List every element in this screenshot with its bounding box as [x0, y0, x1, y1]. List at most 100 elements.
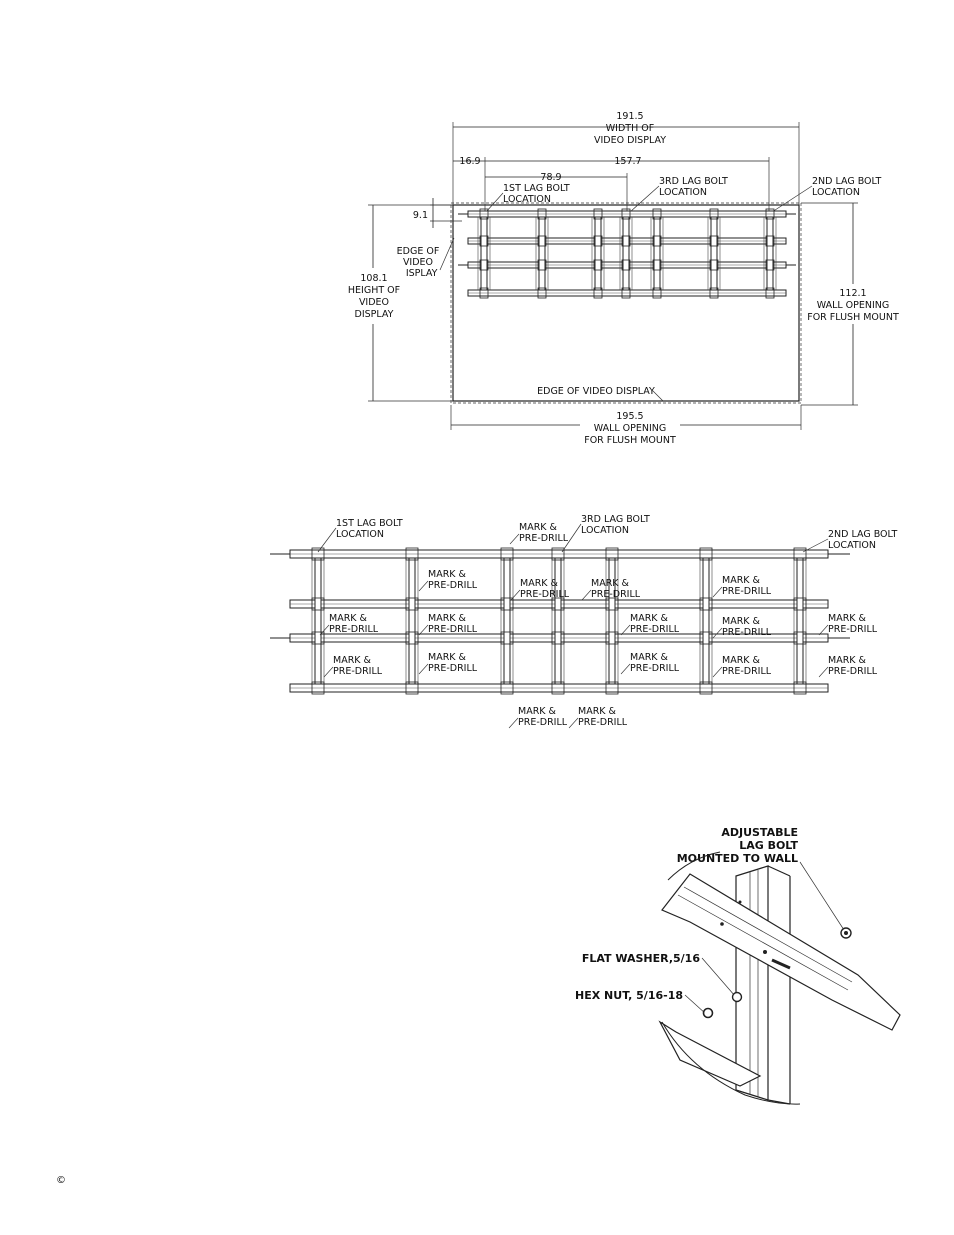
edge-label-3: DISPLAY: [399, 268, 438, 279]
bracket: [765, 259, 775, 271]
top-bolt3-label-2: LOCATION: [659, 187, 707, 198]
upright: [408, 557, 416, 685]
mark-label-line2: PRE-DRILL: [329, 624, 379, 635]
upright: [314, 557, 322, 685]
upright: [480, 216, 488, 291]
bracket: [699, 547, 713, 561]
mark-label-line1: MARK &: [333, 655, 372, 666]
mid-bolt1-label-1: 1ST LAG BOLT: [336, 518, 403, 529]
bracket: [652, 235, 662, 247]
detail-view: ADJUSTABLE LAG BOLT MOUNTED TO WALL FLAT…: [575, 826, 901, 1105]
bracket: [593, 287, 603, 299]
bracket: [405, 597, 419, 611]
mark-label-line2: PRE-DRILL: [428, 663, 478, 674]
width-value: 191.5: [616, 111, 643, 122]
mark-label-line2: PRE-DRILL: [722, 666, 772, 677]
upright: [653, 216, 661, 291]
bracket: [405, 681, 419, 695]
opening-height-label-2: FOR FLUSH MOUNT: [807, 312, 899, 323]
upright: [608, 557, 616, 685]
copyright-symbol: ©: [56, 1175, 66, 1186]
wall-opening-outline: [450, 202, 802, 404]
opening-height-label-1: WALL OPENING: [817, 300, 890, 311]
bracket: [311, 597, 325, 611]
mid-bolt3-label-1: 3RD LAG BOLT: [581, 514, 650, 525]
left-offset-value: 16.9: [459, 156, 480, 167]
detail-lag-label-1: ADJUSTABLE: [721, 826, 798, 839]
mark-label-line2: PRE-DRILL: [578, 717, 628, 728]
mark-label-line1: MARK &: [630, 613, 669, 624]
height-label-1: HEIGHT OF: [348, 285, 400, 296]
upright: [503, 557, 511, 685]
bracket: [405, 631, 419, 645]
bracket: [593, 208, 603, 220]
video-display-outline: [452, 204, 800, 402]
mark-label-line1: MARK &: [428, 569, 467, 580]
bracket: [709, 259, 719, 271]
mark-label-line1: MARK &: [591, 578, 630, 589]
bracket: [605, 681, 619, 695]
bracket: [652, 208, 662, 220]
mark-label-line1: MARK &: [578, 706, 617, 717]
mark-label-line1: MARK &: [329, 613, 368, 624]
bracket: [699, 681, 713, 695]
bracket: [793, 631, 807, 645]
bracket: [765, 287, 775, 299]
opening-width-value: 195.5: [616, 411, 643, 422]
bracket: [537, 235, 547, 247]
bracket: [621, 235, 631, 247]
bracket: [709, 287, 719, 299]
bracket: [605, 631, 619, 645]
top-bolt3-label-1: 3RD LAG BOLT: [659, 176, 728, 187]
bracket: [793, 681, 807, 695]
detail-washer-label: FLAT WASHER,5/16: [582, 952, 700, 965]
bracket: [405, 547, 419, 561]
mark-label-line1: MARK &: [428, 652, 467, 663]
mark-label-line2: PRE-DRILL: [828, 666, 878, 677]
mark-label-line2: PRE-DRILL: [333, 666, 383, 677]
bracket: [479, 235, 489, 247]
height-value: 108.1: [360, 273, 387, 284]
mark-label-line2: PRE-DRILL: [520, 589, 570, 600]
upright: [796, 557, 804, 685]
bracket: [793, 597, 807, 611]
detail-nut-label: HEX NUT, 5/16-18: [575, 989, 683, 1002]
height-label-3: DISPLAY: [355, 309, 394, 320]
upright: [702, 557, 710, 685]
mark-label-line2: PRE-DRILL: [428, 624, 478, 635]
detail-lag-label-2: LAG BOLT: [739, 839, 798, 852]
mark-label-line2: PRE-DRILL: [630, 624, 680, 635]
bracket: [699, 597, 713, 611]
top-bolt2-label-2: LOCATION: [812, 187, 860, 198]
mark-label-line1: MARK &: [520, 578, 559, 589]
mark-label-line2: PRE-DRILL: [591, 589, 641, 600]
mark-label-line1: MARK &: [828, 613, 867, 624]
bracket: [551, 631, 565, 645]
bracket: [311, 547, 325, 561]
middle-mount-frame: [270, 547, 850, 695]
mark-label-line1: MARK &: [519, 522, 558, 533]
bracket: [537, 208, 547, 220]
upright: [766, 216, 774, 291]
bracket: [500, 597, 514, 611]
mark-label-line2: PRE-DRILL: [428, 580, 478, 591]
bracket: [699, 631, 713, 645]
height-label-2: VIDEO: [359, 297, 389, 308]
mark-label-line1: MARK &: [722, 575, 761, 586]
bracket: [621, 208, 631, 220]
bracket: [793, 547, 807, 561]
bracket: [621, 259, 631, 271]
top-dimension-view: 191.5 WIDTH OF VIDEO DISPLAY 16.9 157.7 …: [340, 111, 902, 448]
bracket: [605, 597, 619, 611]
width-label-1: WIDTH OF: [606, 123, 654, 134]
bracket: [500, 547, 514, 561]
upright: [622, 216, 630, 291]
span-offset-value: 157.7: [614, 156, 641, 167]
opening-height-value: 112.1: [839, 288, 866, 299]
top-bolt1-label-1: 1ST LAG BOLT: [503, 183, 570, 194]
mark-label-line1: MARK &: [518, 706, 557, 717]
bracket: [765, 208, 775, 220]
top-offset-value: 9.1: [413, 210, 428, 221]
bracket: [537, 287, 547, 299]
